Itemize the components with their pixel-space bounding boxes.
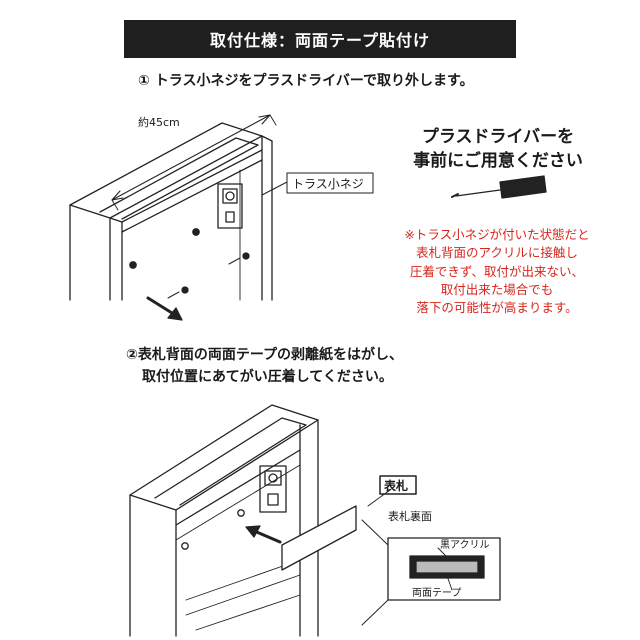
- screw-hole-icon: [181, 509, 245, 550]
- driver-callout-line1: プラスドライバーを: [421, 127, 575, 147]
- warning-line: ※トラス小ネジが付いた状態だと: [404, 227, 590, 242]
- screw-icon: [129, 228, 250, 294]
- screw-removed-icon: [167, 257, 241, 299]
- step1-instruction: ① トラス小ネジをプラスドライバーで取り外します。: [138, 73, 474, 89]
- step2-instruction-line2: 取付位置にあてがい圧着してください。: [142, 369, 393, 385]
- step2-instruction-line1: ②表札背面の両面テープの剥離紙をはがし、: [126, 347, 404, 363]
- driver-callout-line2: 事前にご用意ください: [413, 151, 583, 171]
- page-title: 取付仕様：両面テープ貼付け: [124, 20, 516, 58]
- nameplate-back-label: 表札裏面: [388, 509, 432, 523]
- double-sided-tape-label: 両面テープ: [412, 587, 461, 599]
- warning-line: 取付出来た場合でも: [440, 282, 554, 297]
- diagram1-wall-unit: [69, 114, 277, 301]
- intercom-icon: [217, 183, 243, 229]
- nameplate-label: 表札: [383, 478, 408, 493]
- nameplate-plate: [281, 505, 357, 571]
- intercom-icon: [259, 465, 287, 513]
- back-detail-box: [361, 519, 501, 626]
- width-label: 約45cm: [138, 115, 180, 129]
- screw-label: トラス小ネジ: [292, 177, 364, 191]
- diagram2-wall-unit: [129, 404, 319, 637]
- warning-line: 圧着できず、取付が出来ない、: [409, 264, 585, 279]
- black-acrylic-label: 黒アクリル: [440, 539, 490, 551]
- warning-line: 落下の可能性が高まります。: [416, 300, 578, 315]
- warning-line: 表札背面のアクリルに接触し: [416, 245, 578, 260]
- screwdriver-icon: [451, 175, 547, 199]
